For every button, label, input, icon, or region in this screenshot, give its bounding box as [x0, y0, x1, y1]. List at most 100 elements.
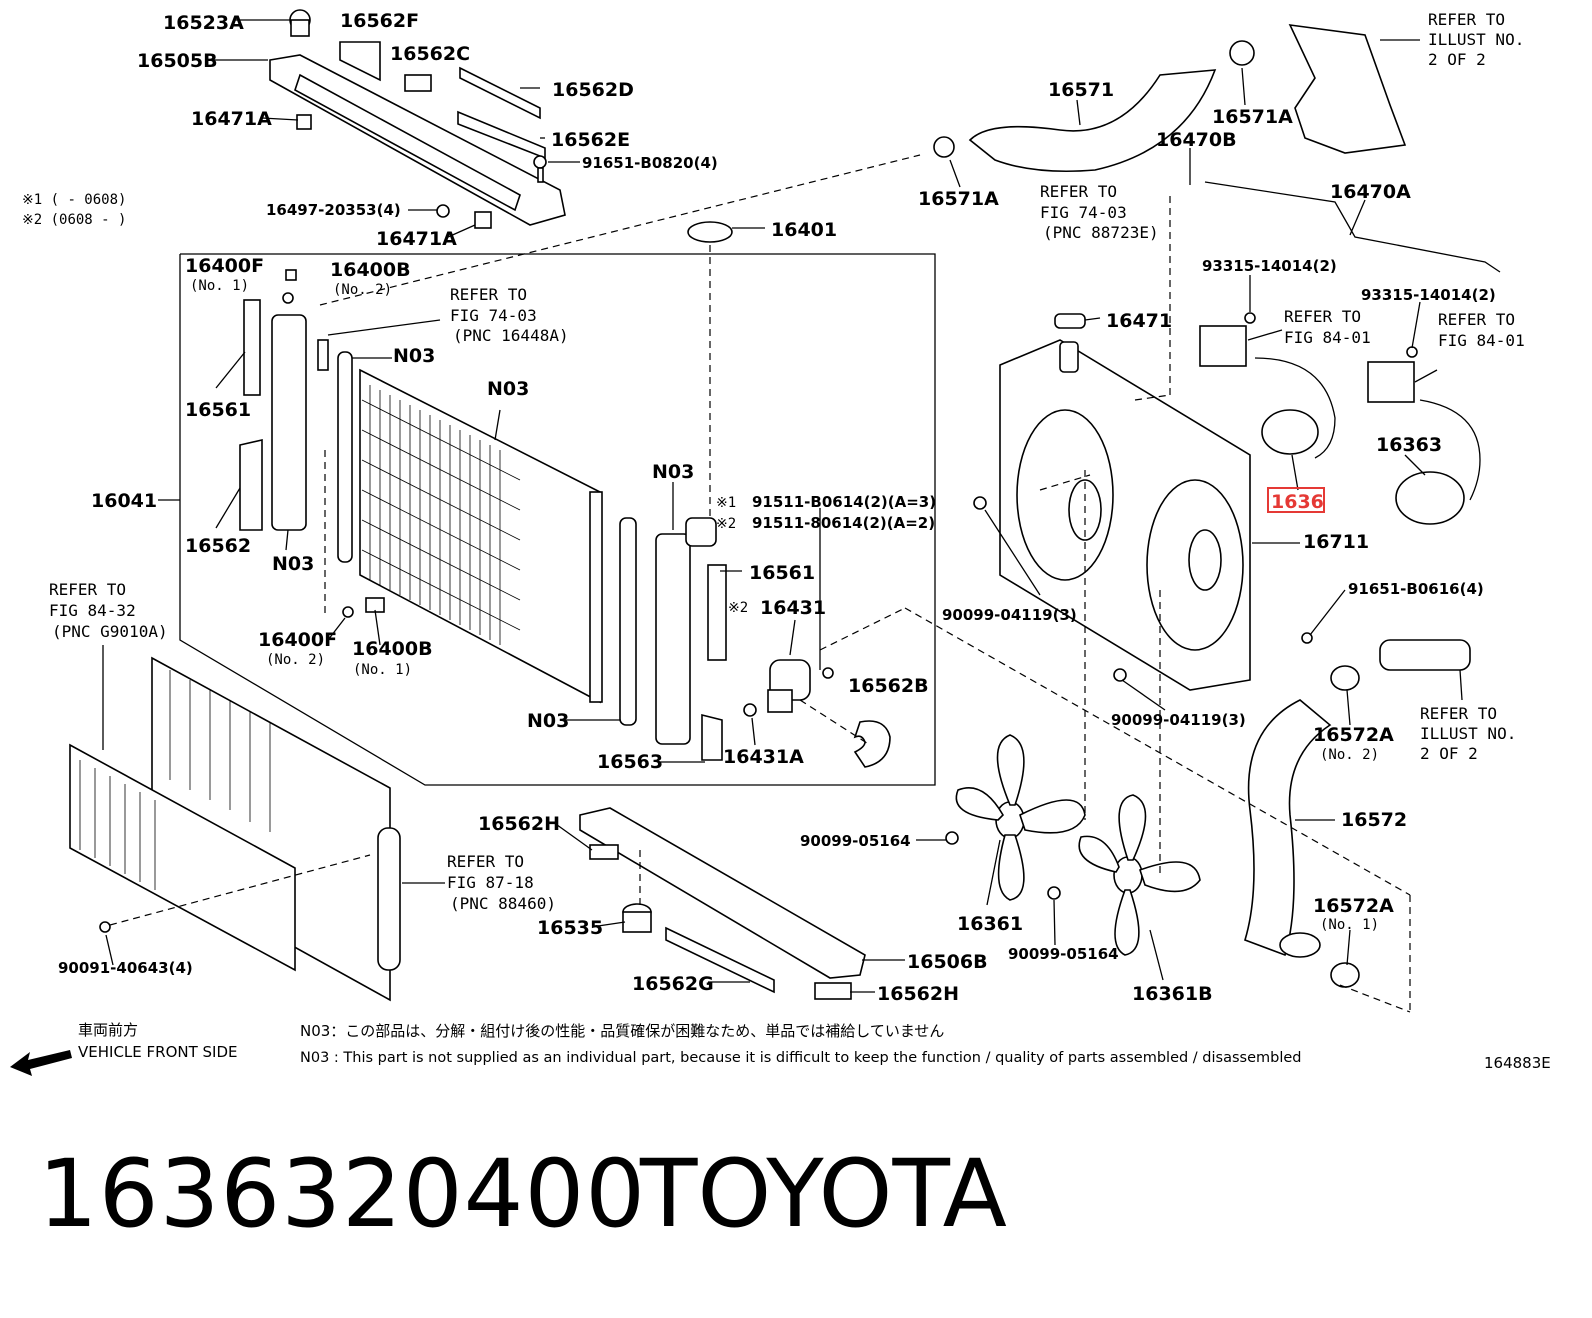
label-16571A-right: 16571A	[1212, 106, 1293, 128]
label-16562: 16562	[185, 535, 251, 557]
label-mark-2: ※2 (0608 - )	[22, 212, 126, 228]
label-91511-B0614: 91511-B0614(2)(A=3)	[752, 493, 936, 511]
label-16400B-top-no: (No. 2)	[333, 282, 392, 298]
ref-fig87-18-1: REFER TO	[447, 852, 524, 871]
label-16561-left: 16561	[185, 399, 251, 421]
ref-fig84-01-a-2: FIG 84-01	[1284, 328, 1371, 347]
vehicle-front-en: VEHICLE FRONT SIDE	[78, 1043, 238, 1061]
label-16572: 16572	[1341, 809, 1407, 831]
label-93315-right: 93315-14014(2)	[1361, 286, 1496, 304]
label-16561-right: 16561	[749, 562, 815, 584]
label-16471A-bottom: 16471A	[376, 228, 457, 250]
vehicle-front-jp: 車両前方	[78, 1021, 139, 1039]
label-16400B-bottom-no: (No. 1)	[353, 662, 412, 678]
label-mark-2-bolt: ※2	[716, 516, 736, 532]
fan-motors	[1054, 312, 1481, 525]
overflow-hose	[1204, 181, 1501, 273]
label-16363-highlighted[interactable]: 1636	[1271, 491, 1324, 513]
label-16711: 16711	[1303, 531, 1369, 553]
label-16361B: 16361B	[1132, 983, 1213, 1005]
label-16471: 16471	[1106, 310, 1172, 332]
label-16471A-top: 16471A	[191, 108, 272, 130]
ref-fig74-03-b-1: REFER TO	[450, 285, 527, 304]
label-16506B: 16506B	[907, 951, 988, 973]
fan-shroud	[999, 339, 1251, 691]
label-90099-05164-right: 90099-05164	[1008, 945, 1119, 963]
lower-support-bracket	[579, 807, 866, 1000]
ref-illust-top-3: 2 OF 2	[1428, 50, 1486, 69]
figure-id: 164883E	[1484, 1054, 1551, 1072]
lower-hose	[1244, 632, 1471, 988]
label-16562F: 16562F	[340, 10, 419, 32]
label-90091-40643: 90091-40643(4)	[58, 959, 193, 977]
label-16431: 16431	[760, 597, 826, 619]
ref-fig74-03-a-1: REFER TO	[1040, 182, 1117, 201]
label-16571A-left: 16571A	[918, 188, 999, 210]
label-N03-left-tank: N03	[272, 553, 314, 575]
label-16400B-bottom: 16400B	[352, 638, 433, 660]
label-16562B: 16562B	[848, 675, 929, 697]
upper-support-bracket	[269, 9, 566, 229]
label-16562C: 16562C	[390, 43, 470, 65]
ref-fig74-03-b-3: (PNC 16448A)	[453, 326, 569, 345]
ref-fig84-01-a-1: REFER TO	[1284, 307, 1361, 326]
label-16563: 16563	[597, 751, 663, 773]
guide-lines	[109, 154, 1411, 1013]
label-16562D: 16562D	[552, 79, 634, 101]
label-16041: 16041	[91, 490, 157, 512]
label-mark-1-bolt: ※1	[716, 495, 736, 511]
label-16361: 16361	[957, 913, 1023, 935]
upper-hose	[933, 24, 1407, 173]
ref-illust-top-1: REFER TO	[1428, 10, 1505, 29]
label-16572A-bottom: 16572A	[1313, 895, 1394, 917]
ref-fig84-01-b-2: FIG 84-01	[1438, 331, 1525, 350]
ref-fig84-01-b-1: REFER TO	[1438, 310, 1515, 329]
label-16505B: 16505B	[137, 50, 218, 72]
label-mark-1: ※1 ( - 0608)	[22, 192, 126, 208]
label-16572A-top-no: (No. 2)	[1320, 747, 1379, 763]
label-16571: 16571	[1048, 79, 1114, 101]
label-N03-core: N03	[487, 378, 529, 400]
label-16572A-bottom-no: (No. 1)	[1320, 917, 1379, 933]
label-16497-20353: 16497-20353(4)	[266, 201, 401, 219]
label-16400F-bottom-no: (No. 2)	[266, 652, 325, 668]
ref-illust-bottom-1: REFER TO	[1420, 704, 1497, 723]
condenser	[69, 656, 401, 1002]
label-N03-right-seal: N03	[527, 710, 569, 732]
ref-illust-bottom-2: ILLUST NO.	[1420, 724, 1516, 743]
label-16400B-top: 16400B	[330, 259, 411, 281]
label-90099-04119-left: 90099-04119(3)	[942, 606, 1077, 624]
label-16363-right: 16363	[1376, 434, 1442, 456]
ref-fig84-32-3: (PNC G9010A)	[52, 622, 168, 641]
cooling-fans	[945, 734, 1201, 956]
label-16470B: 16470B	[1156, 129, 1237, 151]
parts-diagram: 16523A 16562F 16505B 16562C 16562D 16471…	[10, 9, 1525, 1076]
radiator-assembly-box	[179, 221, 936, 786]
ref-illust-top-2: ILLUST NO.	[1428, 30, 1524, 49]
label-90099-05164-left: 90099-05164	[800, 832, 911, 850]
label-16470A: 16470A	[1330, 181, 1411, 203]
label-93315-left: 93315-14014(2)	[1202, 257, 1337, 275]
label-91511-80614: 91511-80614(2)(A=2)	[752, 514, 935, 532]
ref-fig74-03-a-2: FIG 74-03	[1040, 203, 1127, 222]
label-16572A-top: 16572A	[1313, 724, 1394, 746]
label-91651-B0616: 91651-B0616(4)	[1348, 580, 1484, 598]
part-number: 1636320400	[38, 1140, 647, 1249]
ref-fig87-18-2: FIG 87-18	[447, 873, 534, 892]
label-16562G: 16562G	[632, 973, 714, 995]
ref-fig84-32-1: REFER TO	[49, 580, 126, 599]
ref-fig84-32-2: FIG 84-32	[49, 601, 136, 620]
ref-fig87-18-3: (PNC 88460)	[450, 894, 556, 913]
label-mark-2-16431: ※2	[728, 600, 748, 616]
ref-fig74-03-b-2: FIG 74-03	[450, 306, 537, 325]
label-16400F-bottom: 16400F	[258, 629, 337, 651]
brand-name: TOYOTA	[640, 1140, 1007, 1249]
vehicle-front-arrow-icon	[10, 1050, 72, 1076]
label-N03-seal: N03	[393, 345, 435, 367]
label-16535: 16535	[537, 917, 603, 939]
label-16431A: 16431A	[723, 746, 804, 768]
ref-fig74-03-a-3: (PNC 88723E)	[1043, 223, 1159, 242]
label-16401: 16401	[771, 219, 837, 241]
label-16523A: 16523A	[163, 12, 244, 34]
highlight-box-16363	[1267, 487, 1325, 513]
